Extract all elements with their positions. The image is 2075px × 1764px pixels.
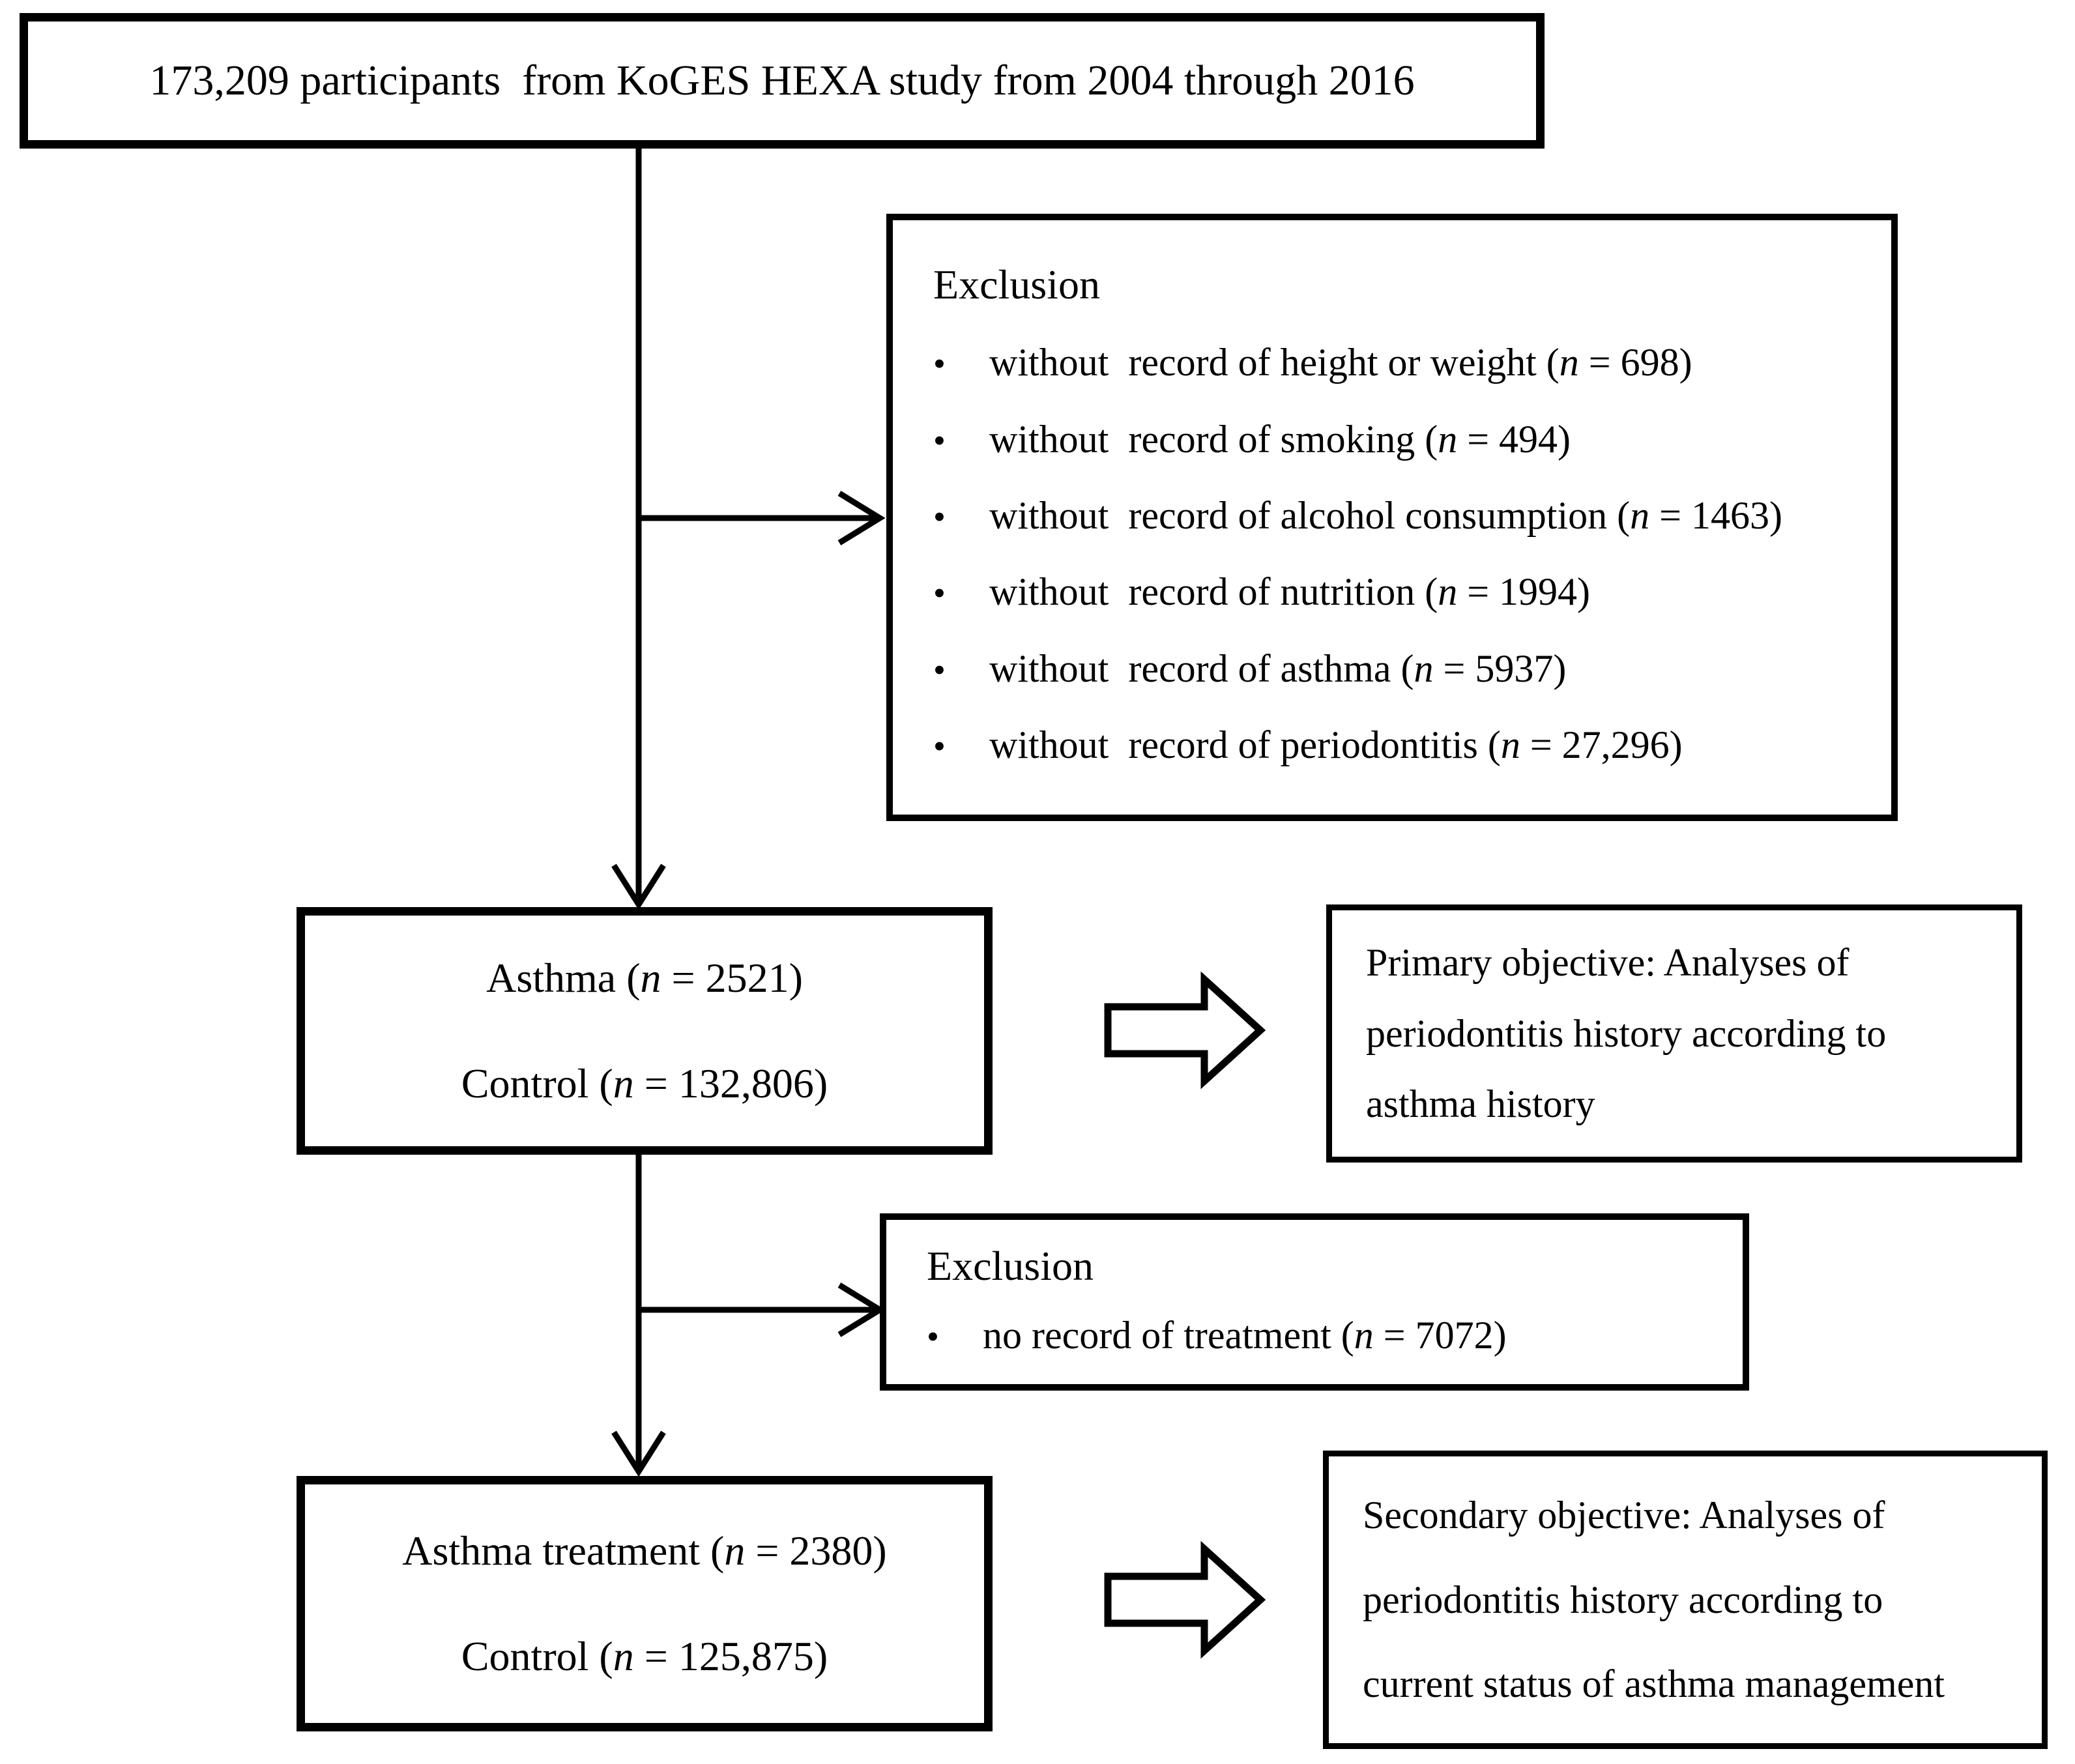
block-arrow-right-icon bbox=[1104, 971, 1266, 1090]
list-item: • without record of periodontitis (n = 2… bbox=[933, 723, 1865, 768]
exclusion2-title: Exclusion bbox=[927, 1243, 1094, 1289]
bullet-icon: • bbox=[933, 726, 946, 766]
secondary-objective-line: periodontitis history according to bbox=[1363, 1578, 1883, 1621]
list-item: • without record of alcohol consumption … bbox=[933, 493, 1865, 538]
list-item: • without record of asthma (n = 5937) bbox=[933, 646, 1865, 691]
cohort2-line: Asthma treatment (n = 2380) bbox=[402, 1527, 887, 1574]
cohort2-line: Control (n = 125,875) bbox=[461, 1633, 828, 1679]
exclusion1-bullet-text: without record of height or weight (n = … bbox=[989, 341, 1692, 384]
box-primary-objective: Primary objective: Analyses of periodont… bbox=[1326, 904, 2022, 1163]
exclusion1-bullet-text: without record of periodontitis (n = 27,… bbox=[989, 723, 1683, 766]
arrowhead-right-icon bbox=[837, 491, 886, 545]
box-secondary-objective: Secondary objective: Analyses of periodo… bbox=[1323, 1451, 2048, 1749]
arrowhead-down-icon bbox=[611, 1430, 666, 1477]
bullet-icon: • bbox=[933, 573, 946, 613]
box-exclusion2: Exclusion • no record of treatment (n = … bbox=[880, 1213, 1749, 1391]
secondary-objective-line: current status of asthma management bbox=[1363, 1662, 1945, 1705]
bullet-icon: • bbox=[933, 497, 946, 536]
block-arrow-right-icon bbox=[1104, 1540, 1266, 1659]
primary-objective-line: Primary objective: Analyses of bbox=[1366, 941, 1850, 984]
secondary-objective-line: Secondary objective: Analyses of bbox=[1363, 1494, 1885, 1537]
list-item: • without record of nutrition (n = 1994) bbox=[933, 570, 1865, 615]
bullet-icon: • bbox=[933, 650, 946, 689]
exclusion1-bullet-text: without record of smoking (n = 494) bbox=[989, 417, 1571, 461]
primary-objective-line: asthma history bbox=[1366, 1082, 1595, 1125]
list-item: • without record of height or weight (n … bbox=[933, 340, 1865, 385]
arrowhead-down-icon bbox=[611, 863, 666, 910]
list-item: • no record of treatment (n = 7072) bbox=[927, 1313, 1717, 1358]
list-item: • without record of smoking (n = 494) bbox=[933, 417, 1865, 462]
exclusion1-title: Exclusion bbox=[933, 261, 1100, 308]
participants-text: 173,209 participants from KoGES HEXA stu… bbox=[149, 57, 1415, 104]
box-cohort1: Asthma (n = 2521) Control (n = 132,806) bbox=[297, 907, 993, 1155]
box-participants: 173,209 participants from KoGES HEXA stu… bbox=[20, 13, 1545, 149]
bullet-icon: • bbox=[933, 344, 946, 384]
box-exclusion1: Exclusion • without record of height or … bbox=[886, 214, 1898, 821]
primary-objective-line: periodontitis history according to bbox=[1366, 1011, 1887, 1055]
exclusion1-bullet-text: without record of nutrition (n = 1994) bbox=[989, 570, 1591, 614]
cohort1-line: Control (n = 132,806) bbox=[461, 1060, 828, 1106]
bullet-icon: • bbox=[933, 420, 946, 460]
exclusion1-bullet-text: without record of asthma (n = 5937) bbox=[989, 646, 1567, 690]
exclusion2-bullet-text: no record of treatment (n = 7072) bbox=[983, 1314, 1507, 1357]
bullet-icon: • bbox=[927, 1317, 939, 1356]
exclusion1-bullet-text: without record of alcohol consumption (n… bbox=[989, 493, 1782, 537]
cohort1-line: Asthma (n = 2521) bbox=[486, 955, 803, 1001]
box-cohort2: Asthma treatment (n = 2380) Control (n =… bbox=[297, 1476, 993, 1731]
